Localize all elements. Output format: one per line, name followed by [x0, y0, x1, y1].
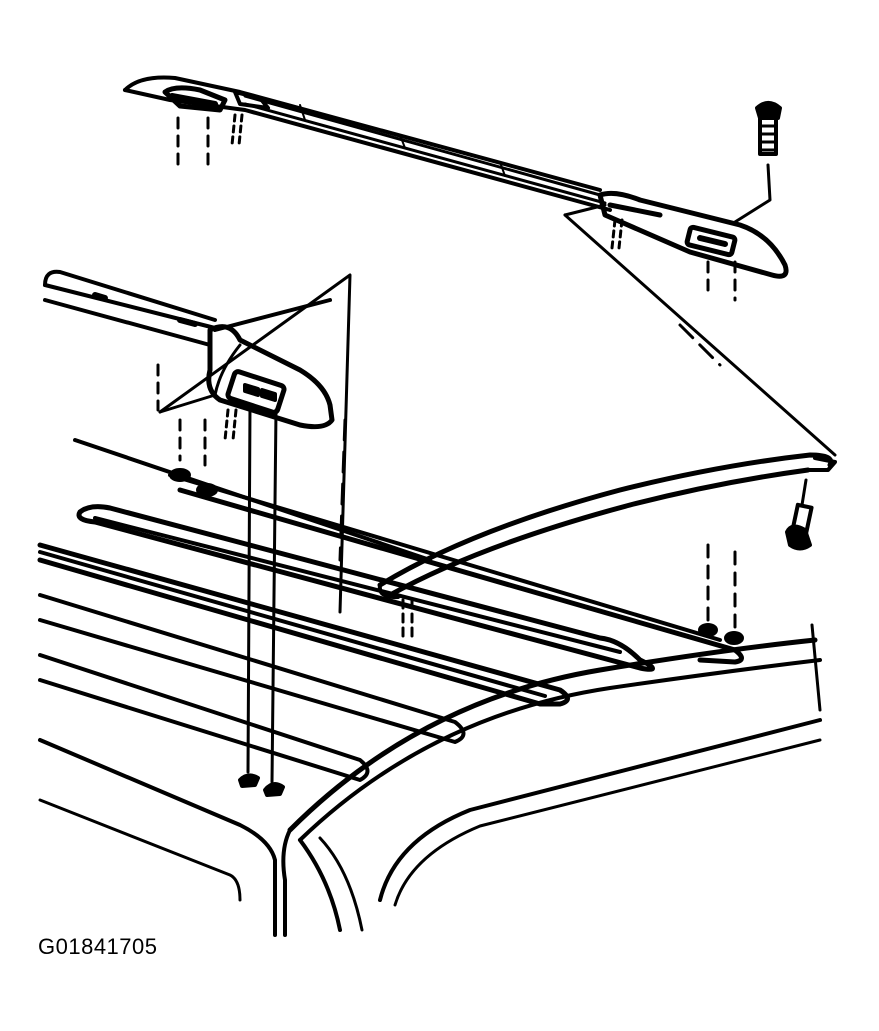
- rear-crossbar: [123, 75, 612, 212]
- roof-groove-2: [37, 542, 570, 707]
- crossbar-bolt-top: [733, 101, 782, 224]
- crossbar-bolt-side: [785, 478, 814, 551]
- roof-front-edge: [287, 637, 818, 833]
- crossbar-end-cap-left: [162, 85, 270, 113]
- roof-groove-4: [38, 653, 370, 782]
- roof-groove-3: [38, 593, 466, 744]
- side-rail: [43, 269, 217, 327]
- roof-panel: [37, 283, 822, 937]
- side-rail-end-cap: [158, 273, 352, 614]
- crossbar-end-cap-right: [563, 190, 837, 457]
- roof-mounting-studs: [156, 113, 744, 797]
- figure-code-label: G01841705: [38, 934, 158, 959]
- front-crossbar: [377, 452, 837, 600]
